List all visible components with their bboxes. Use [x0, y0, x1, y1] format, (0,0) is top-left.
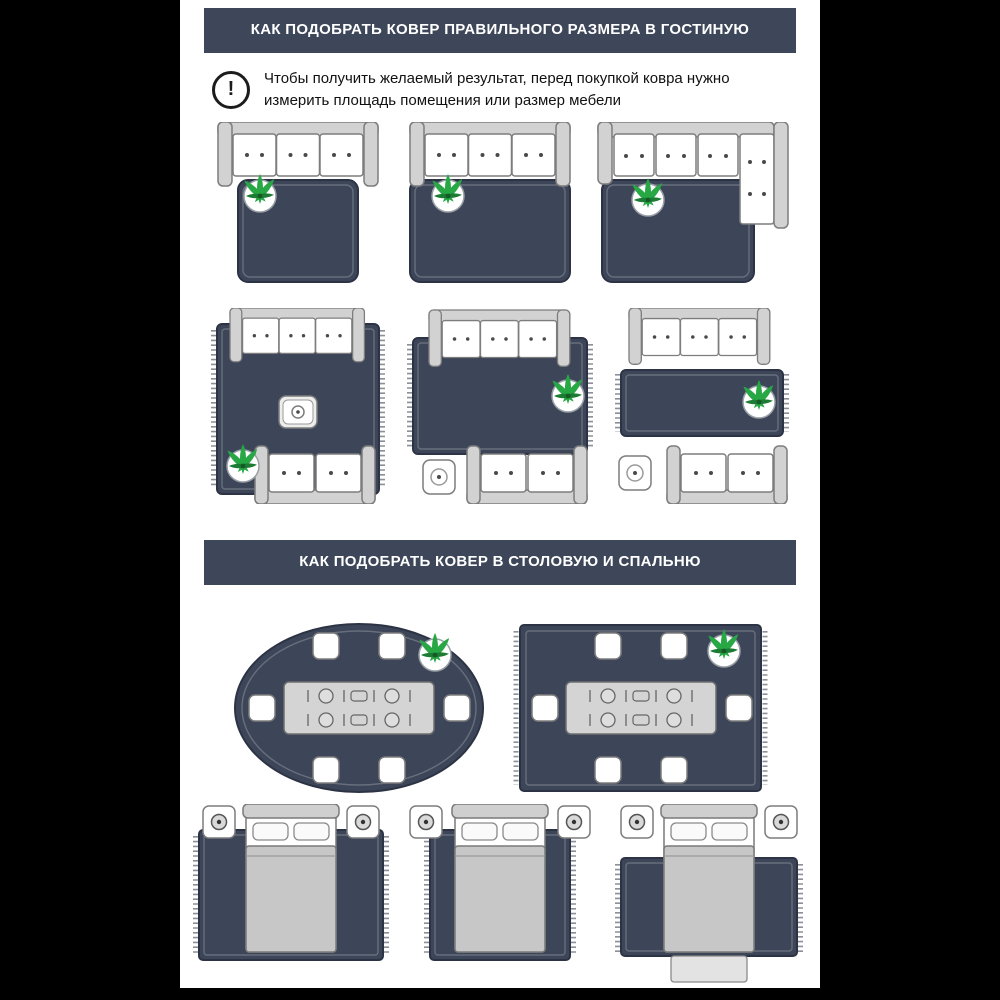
rug-shape: [620, 368, 784, 437]
bed-icon: [242, 803, 340, 953]
sofa-icon: [428, 309, 571, 367]
living-room-layouts-row-2: [180, 307, 820, 504]
dining-bedroom-section-title: КАК ПОДОБРАТЬ КОВЕР В СТОЛОВУЮ И СПАЛЬНЮ: [204, 539, 796, 585]
chair-icon: [378, 755, 406, 784]
rug-shape: [601, 178, 755, 283]
chair-icon: [378, 631, 406, 660]
bedroom-layouts-row: [180, 803, 820, 986]
diagram-rug-under-entire-bed: [193, 803, 389, 961]
diagram-rug-corner-sofa: [597, 121, 789, 283]
nightstand-icon: [620, 804, 654, 839]
diagram-large-rug-two-sofas: [211, 307, 385, 504]
chair-icon: [725, 693, 753, 722]
corner-sofa-icon: [597, 121, 789, 229]
side-table-icon: [422, 459, 456, 495]
foot-bench: [670, 954, 748, 983]
chair-icon: [312, 631, 340, 660]
sofa-icon: [628, 307, 771, 365]
nightstand-icon: [346, 804, 380, 839]
nightstand-icon: [764, 804, 798, 839]
dining-table-icon: [283, 680, 435, 735]
chair-icon: [660, 631, 688, 660]
living-room-layouts-row-1: [180, 121, 820, 292]
nightstand-icon: [409, 804, 443, 839]
sofa-icon: [217, 121, 379, 187]
diagram-small-rug-two-sofas: [615, 307, 789, 504]
infographic-page: КАК ПОДОБРАТЬ КОВЕР ПРАВИЛЬНОГО РАЗМЕРА …: [180, 0, 820, 988]
chair-icon: [443, 693, 471, 722]
exclamation-circle-icon: !: [212, 70, 250, 109]
diagram-rect-rug-dining: [513, 623, 768, 792]
nightstand-icon: [202, 804, 236, 839]
living-room-section-title: КАК ПОДОБРАТЬ КОВЕР ПРАВИЛЬНОГО РАЗМЕРА …: [204, 8, 796, 53]
diagram-oval-rug-dining: [234, 622, 484, 793]
chair-icon: [660, 755, 688, 784]
diagram-rug-under-foot-of-bed: [615, 803, 803, 983]
exclamation-glyph: !: [227, 78, 235, 101]
diagram-rug-under-bed-narrow: [409, 803, 591, 961]
diagram-medium-rug-two-sofas: [407, 309, 593, 504]
dining-table-icon: [565, 680, 717, 735]
coffee-table-icon: [278, 395, 318, 429]
chair-icon: [248, 693, 276, 722]
sofa-icon: [409, 121, 571, 187]
nightstand-icon: [557, 804, 591, 839]
note-text: Чтобы получить желаемый результат, перед…: [264, 69, 730, 109]
dining-layouts-row: [180, 621, 820, 796]
sofa-icon: [229, 307, 366, 363]
diagram-rug-narrower-than-sofa: [217, 121, 379, 283]
bed-icon: [660, 803, 758, 953]
chair-icon: [594, 631, 622, 660]
chair-icon: [594, 755, 622, 784]
chair-icon: [531, 693, 559, 722]
sofa-icon: [666, 445, 788, 504]
diagram-rug-equal-sofa-width: [409, 121, 571, 283]
measurement-note: ! Чтобы получить желаемый результат, пер…: [212, 68, 790, 112]
side-table-icon: [618, 455, 652, 491]
bed-icon: [451, 803, 549, 953]
chair-icon: [312, 755, 340, 784]
